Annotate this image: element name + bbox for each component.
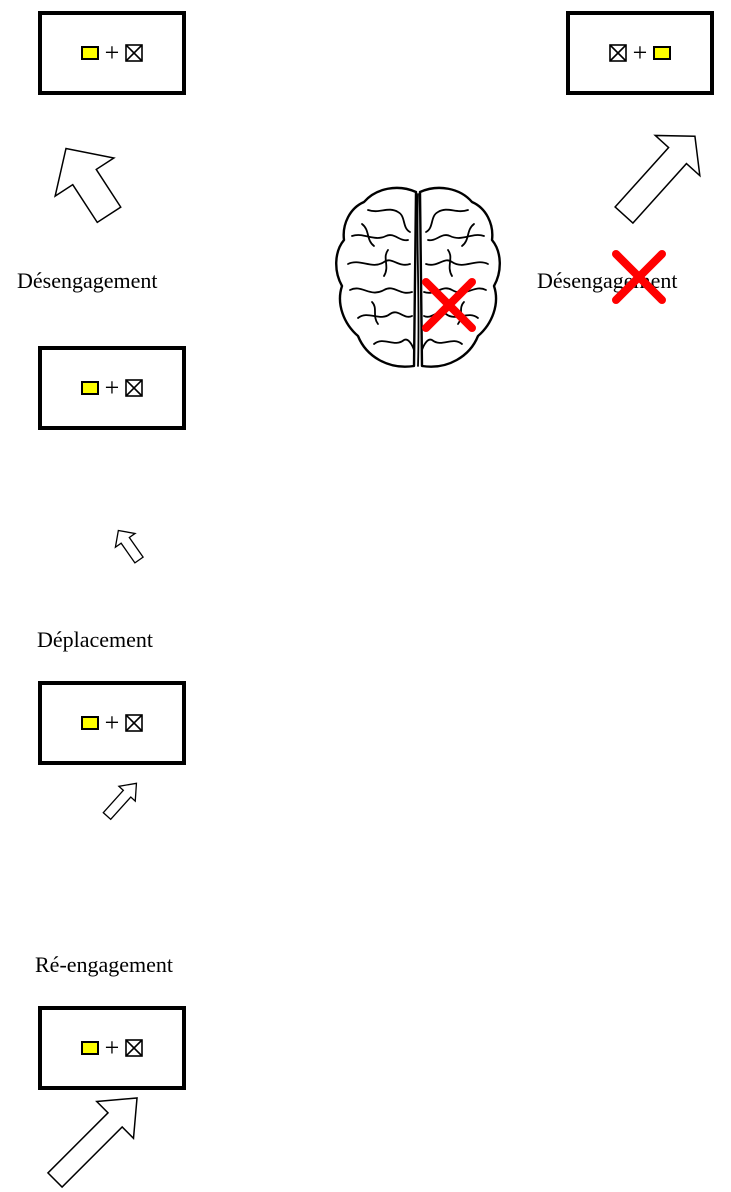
- panel-top-right: +: [566, 11, 714, 95]
- crossed-box-icon: [125, 1039, 144, 1057]
- yellow-target-square: [653, 46, 672, 60]
- fixation-cross: +: [104, 373, 120, 402]
- fixation-cross: +: [104, 1033, 120, 1062]
- panel-second-left: +: [38, 346, 186, 430]
- crossed-box-icon: [608, 44, 627, 62]
- label-shift: Déplacement: [37, 627, 154, 652]
- label-reengagement: Ré-engagement: [35, 952, 174, 977]
- panel-bottom-left: +: [38, 1006, 186, 1090]
- panel-third-left: +: [38, 681, 186, 765]
- fixation-cross: +: [632, 38, 648, 67]
- crossed-box-icon: [125, 714, 144, 732]
- brain-icon: [335, 186, 501, 368]
- yellow-target-square: [80, 716, 99, 730]
- crossed-box-icon: [125, 379, 144, 397]
- yellow-target-square: [80, 1041, 99, 1055]
- yellow-target-square: [80, 381, 99, 395]
- fixation-cross: +: [104, 38, 120, 67]
- fixation-cross: +: [104, 708, 120, 737]
- yellow-target-square: [80, 46, 99, 60]
- label-disengagement-left: Désengagement: [17, 268, 158, 293]
- blocked-cross-icon: [612, 250, 666, 304]
- panel-top-left: +: [38, 11, 186, 95]
- lesion-cross-icon: [422, 278, 476, 332]
- crossed-box-icon: [125, 44, 144, 62]
